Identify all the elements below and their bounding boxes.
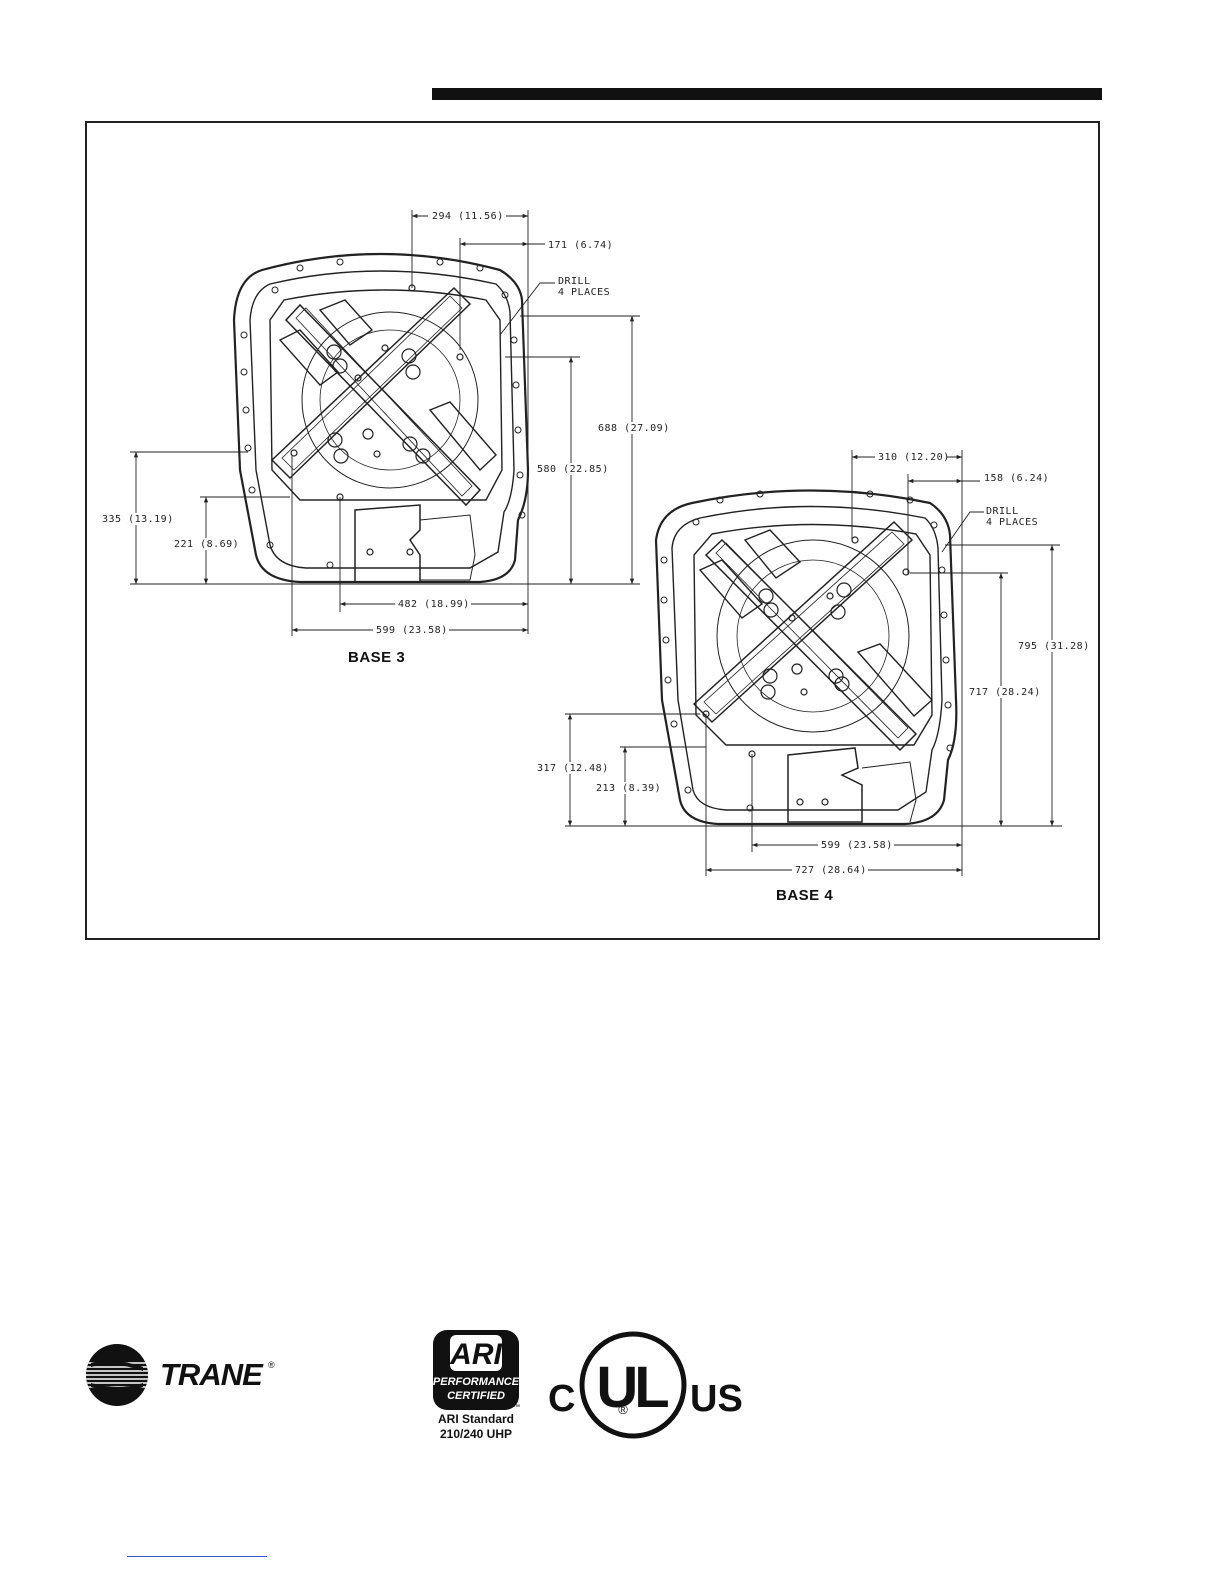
base3-dimension-lines (130, 210, 640, 636)
header-rule (432, 88, 1102, 100)
base4-dim-bottom-a: 599 (23.58) (821, 840, 893, 851)
base4-dim-right-b: 717 (28.24) (969, 687, 1041, 698)
ari-tm: ™ (513, 1404, 520, 1411)
base3-dim-right-b: 580 (22.85) (537, 464, 609, 475)
base3-dim-right-a: 688 (27.09) (598, 423, 670, 434)
base3-dim-bottom-a: 482 (18.99) (398, 599, 470, 610)
base4-dim-right-a: 795 (31.28) (1018, 641, 1090, 652)
trane-logo-mark (86, 1344, 148, 1406)
base4-dim-top-b: 158 (6.24) (984, 473, 1049, 484)
ari-caption-line2: 210/240 UHP (439, 1427, 513, 1441)
base4-dim-bottom-b: 727 (28.64) (795, 865, 867, 876)
base4-dim-left-a: 317 (12.48) (537, 763, 609, 774)
base4-dim-top-a: 310 (12.20) (878, 452, 950, 463)
base3-dim-top-b: 171 (6.74) (548, 240, 613, 251)
ul-reg: ® (618, 1402, 628, 1417)
drawing-frame (85, 121, 1100, 940)
ul-us: US (690, 1378, 743, 1420)
ari-badge-top: ARI (449, 1338, 502, 1371)
base3-dim-left-b: 221 (8.69) (174, 539, 239, 550)
base3-drawing (232, 252, 530, 584)
base3-dim-top-a: 294 (11.56) (432, 211, 504, 222)
ul-mark: UL (596, 1355, 668, 1420)
base3-dim-bottom-b: 599 (23.58) (376, 625, 448, 636)
ari-badge: ARI PERFORMANCE CERTIFIED (433, 1330, 520, 1410)
ul-c: C (548, 1378, 576, 1420)
trane-registered-mark: ® (268, 1360, 275, 1370)
ul-logo: UL ® (579, 1331, 687, 1439)
base4-drill-note-2: 4 PLACES (986, 517, 1038, 528)
base3-drill-note-2: 4 PLACES (558, 287, 610, 298)
base3-dimension-labels: 294 (11.56) 171 (6.74) DRILL 4 PLACES 68… (100, 210, 670, 666)
base3-drill-note-1: DRILL (558, 276, 591, 287)
footer-link-underline (127, 1556, 267, 1557)
base-drawings: 294 (11.56) 171 (6.74) DRILL 4 PLACES 68… (100, 210, 1090, 904)
ari-caption-line1: ARI Standard (437, 1412, 514, 1426)
base4-drawing (654, 489, 958, 826)
base3-label: BASE 3 (348, 649, 405, 666)
ari-badge-line2: CERTIFIED (447, 1390, 505, 1402)
ari-badge-line1: PERFORMANCE (433, 1376, 520, 1388)
base4-dimension-labels: 310 (12.20) 158 (6.24) DRILL 4 PLACES 79… (535, 451, 1090, 904)
trane-logo-text: TRANE (160, 1357, 263, 1392)
base3-dim-left-a: 335 (13.19) (102, 514, 174, 525)
base4-label: BASE 4 (776, 887, 833, 904)
base4-dim-left-b: 213 (8.39) (596, 783, 661, 794)
ari-caption: ARI Standard 210/240 UHP (432, 1412, 520, 1442)
base4-drill-note-1: DRILL (986, 506, 1019, 517)
